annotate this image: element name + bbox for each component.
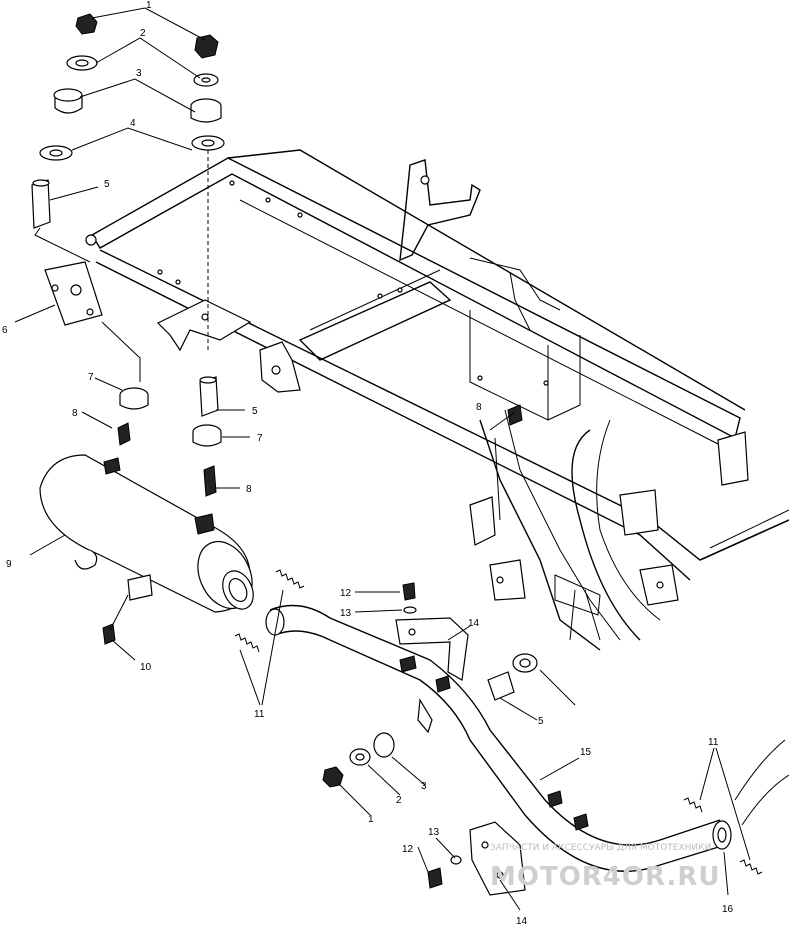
leader-lines <box>14 7 751 911</box>
callout-3: 3 <box>136 68 142 79</box>
callout-7: 7 <box>257 433 263 444</box>
spacer-icon <box>31 179 51 229</box>
bolt-icon <box>117 422 131 446</box>
watermark: ЗАПЧАСТИ И АКСЕССУАРЫ ДЛЯ МОТОТЕХНИКИ MO… <box>490 843 721 892</box>
callout-8: 8 <box>476 402 482 413</box>
vehicle-frame <box>85 149 789 651</box>
callout-5: 5 <box>104 179 110 190</box>
washer-icon <box>403 606 417 614</box>
callout-10: 10 <box>140 662 152 673</box>
exhaust-pipe <box>265 604 789 896</box>
callout-5: 5 <box>252 406 258 417</box>
callout-8: 8 <box>246 484 252 495</box>
washer-icon <box>450 855 462 865</box>
callout-2: 2 <box>140 28 146 39</box>
callout-11: 11 <box>254 709 265 720</box>
callout-12: 12 <box>402 844 414 855</box>
callout-8: 8 <box>72 408 78 419</box>
callout-7: 7 <box>88 372 94 383</box>
bolt-icon <box>203 465 217 497</box>
callout-14: 14 <box>468 618 480 629</box>
loose-hardware <box>322 404 538 889</box>
bolt-icon <box>102 623 116 645</box>
callout-16: 16 <box>722 904 734 915</box>
nut-icon <box>194 34 219 59</box>
grommet-icon <box>373 732 395 758</box>
callout-13: 13 <box>428 827 440 838</box>
bolt-icon <box>507 404 523 426</box>
spacer-icon <box>487 671 515 701</box>
callout-4: 4 <box>130 118 136 129</box>
callout-5: 5 <box>538 716 544 727</box>
callout-2: 2 <box>396 795 402 806</box>
callout-3: 3 <box>421 781 427 792</box>
nut-icon <box>322 766 344 788</box>
callout-13: 13 <box>340 608 352 619</box>
muffler <box>39 454 254 645</box>
bolt-icon <box>402 582 416 601</box>
watermark-tagline: ЗАПЧАСТИ И АКСЕССУАРЫ ДЛЯ МОТОТЕХНИКИ <box>490 843 711 853</box>
callout-14: 14 <box>516 916 528 927</box>
bolt-icon <box>427 867 443 889</box>
callout-6: 6 <box>2 325 8 336</box>
watermark-brand: MOTOR4OR.RU <box>490 862 721 892</box>
callout-15: 15 <box>580 747 592 758</box>
callout-12: 12 <box>340 588 352 599</box>
nut-icon <box>75 13 98 35</box>
callouts: 1 2 3 4 5 6 7 8 5 7 8 8 9 10 11 12 13 14… <box>2 0 734 927</box>
callout-1: 1 <box>146 0 152 11</box>
callout-1: 1 <box>368 814 374 825</box>
springs <box>234 569 763 875</box>
callout-11: 11 <box>708 737 719 748</box>
right-mount-stack <box>190 34 225 497</box>
left-mount-stack <box>31 13 149 446</box>
callout-9: 9 <box>6 559 12 570</box>
